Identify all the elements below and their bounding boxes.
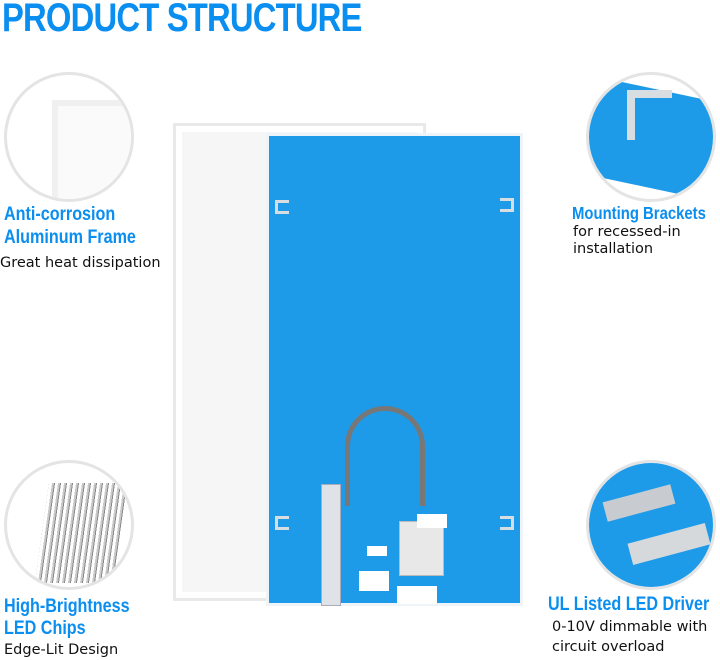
frame-heading-line2: Aluminum Frame (4, 227, 136, 248)
frame-desc: Great heat dissipation (0, 255, 161, 271)
bracket-detail-image (586, 72, 716, 202)
conduit-cable (345, 406, 425, 506)
junction-box (399, 521, 444, 576)
chips-heading-line2: LED Chips (4, 618, 86, 639)
driver-heading: UL Listed LED Driver (548, 594, 710, 615)
driver-desc-line1: 0-10V dimmable with (552, 619, 708, 635)
back-panel-image (266, 133, 523, 606)
frame-detail-image (4, 72, 134, 202)
led-chips-image (4, 460, 134, 590)
brackets-desc-line2: installation (573, 241, 654, 257)
page-title: PRODUCT STRUCTURE (2, 0, 362, 40)
driver-desc-line2: circuit overload (552, 639, 665, 655)
chips-heading-line1: High-Brightness (4, 596, 130, 617)
led-driver (321, 484, 341, 606)
brackets-desc-line1: for recessed-in (573, 224, 681, 240)
driver-detail-image (586, 460, 716, 590)
brackets-heading: Mounting Brackets (572, 203, 706, 223)
chips-desc: Edge-Lit Design (4, 642, 119, 658)
frame-heading-line1: Anti-corrosion (4, 204, 116, 225)
